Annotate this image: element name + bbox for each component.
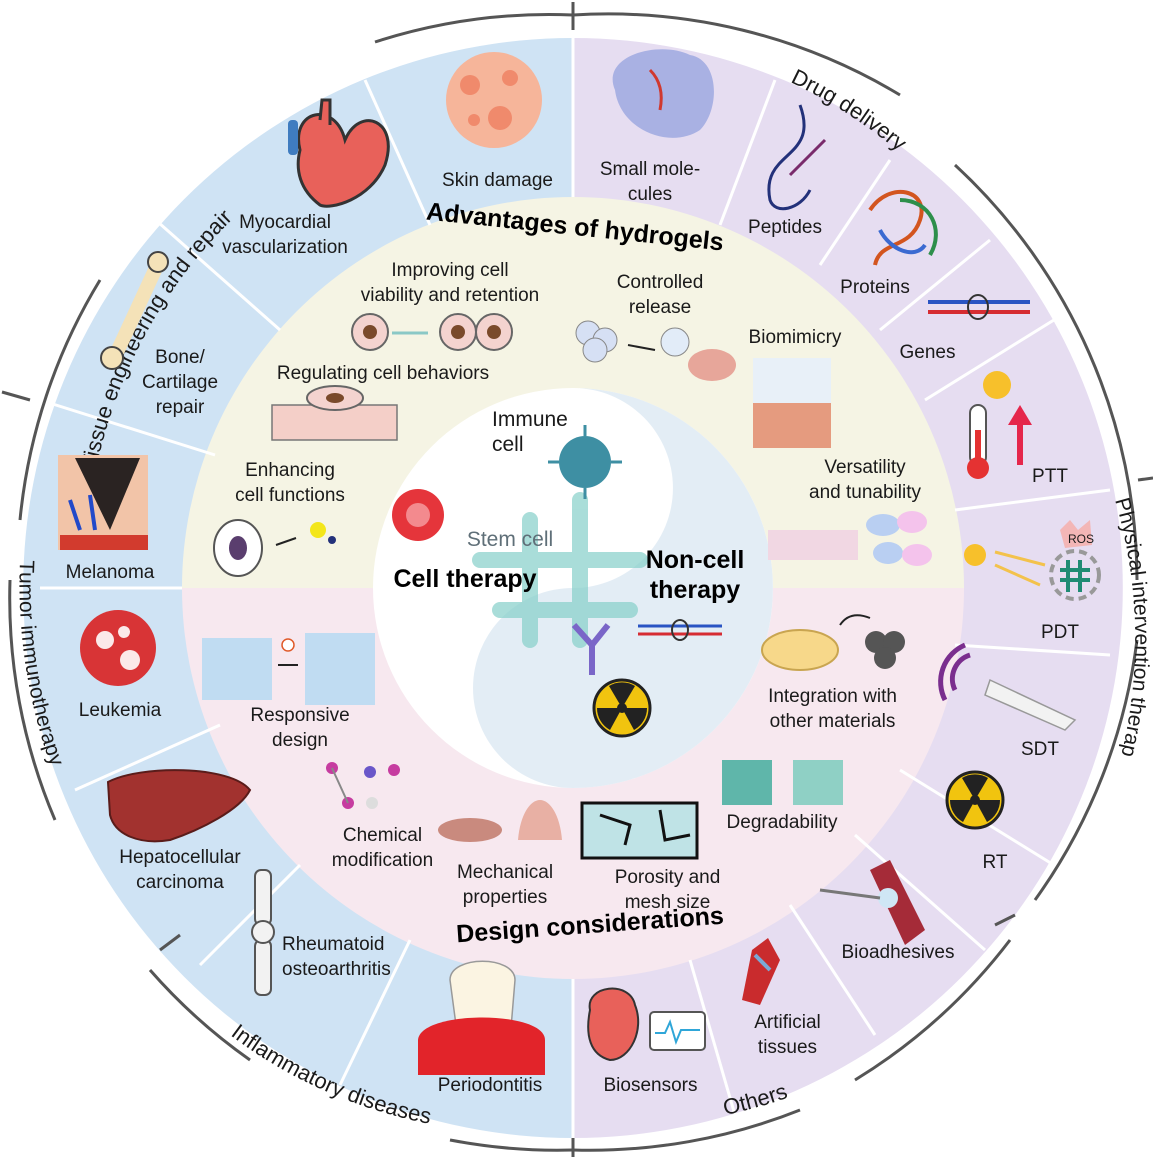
ros-label: ROS xyxy=(1068,532,1094,546)
enhanced-cell-icon xyxy=(213,519,336,577)
scaffold-icon xyxy=(472,492,648,648)
label-ptt: PTT xyxy=(1032,466,1068,487)
label-leukemia: Leukemia xyxy=(78,700,162,721)
label-degradability: Degradability xyxy=(726,812,838,833)
sector-dividers xyxy=(39,38,1111,1138)
immune-cell-icon xyxy=(548,425,622,499)
genes-icon xyxy=(928,294,1030,320)
integration-icon xyxy=(761,614,905,671)
label-sdt: SDT xyxy=(1021,739,1059,760)
label-rt: RT xyxy=(982,852,1008,873)
cell-behavior-icon xyxy=(271,385,398,441)
label-biosensors: Biosensors xyxy=(603,1075,698,1096)
pdt-icon: ROS xyxy=(964,520,1101,601)
leukemia-icon xyxy=(80,610,156,686)
liver-icon xyxy=(106,769,252,843)
proteins-icon xyxy=(868,190,938,266)
sdt-probe-icon xyxy=(938,642,1077,731)
thermometer-icon xyxy=(967,404,989,479)
label-biomimicry: Biomimicry xyxy=(748,327,842,348)
chemical-molecule-icon xyxy=(326,762,400,809)
label-proteins: Proteins xyxy=(840,277,910,298)
label-skin-damage: Skin damage xyxy=(442,170,553,191)
cell-division-icon xyxy=(351,313,513,351)
label-pdt: PDT xyxy=(1041,622,1079,643)
antibody-icon xyxy=(571,622,611,675)
biomimicry-icon xyxy=(753,358,831,448)
melanoma-icon xyxy=(58,455,148,550)
label-stem-cell: Stem cell xyxy=(466,528,554,551)
label-small-molecules: Small mole-cules xyxy=(599,159,701,205)
stem-cell-icon xyxy=(392,489,444,541)
label-melanoma: Melanoma xyxy=(65,562,155,583)
artificial-tissues-icon xyxy=(742,938,780,1005)
peptides-icon xyxy=(767,104,827,211)
controlled-release-icon xyxy=(575,320,736,381)
skin-damage-icon xyxy=(446,52,542,148)
radiation-icon-rt xyxy=(945,770,1005,830)
outer-ring xyxy=(8,12,1139,1152)
radiation-icon-center xyxy=(592,678,652,738)
sun-icon xyxy=(983,371,1011,399)
gene-strand-icon xyxy=(638,619,722,641)
label-peptides: Peptides xyxy=(748,217,822,238)
monitor-icon xyxy=(649,1011,706,1051)
small-molecules-icon xyxy=(612,49,714,138)
porosity-icon xyxy=(580,801,699,860)
label-genes: Genes xyxy=(899,342,956,363)
center-yinyang xyxy=(473,388,773,788)
bioadhesives-icon xyxy=(819,860,925,945)
label-periodontitis: Periodontitis xyxy=(437,1075,543,1096)
tooth-icon xyxy=(418,960,545,1075)
knee-joint-icon xyxy=(251,869,275,996)
heart-icon xyxy=(288,98,390,208)
mechanical-icon xyxy=(438,800,562,842)
bone-icon xyxy=(100,251,169,370)
up-arrow-icon xyxy=(1008,405,1032,465)
label-cell-therapy: Cell therapy xyxy=(393,565,537,593)
degradability-icon xyxy=(722,760,843,805)
responsive-hydrogel-icon xyxy=(202,633,375,705)
tunability-icon xyxy=(768,511,932,566)
biosensor-heart-icon xyxy=(587,987,640,1062)
label-regulating-behaviors: Regulating cell behaviors xyxy=(276,363,490,384)
label-bioadhesives: Bioadhesives xyxy=(841,942,955,963)
